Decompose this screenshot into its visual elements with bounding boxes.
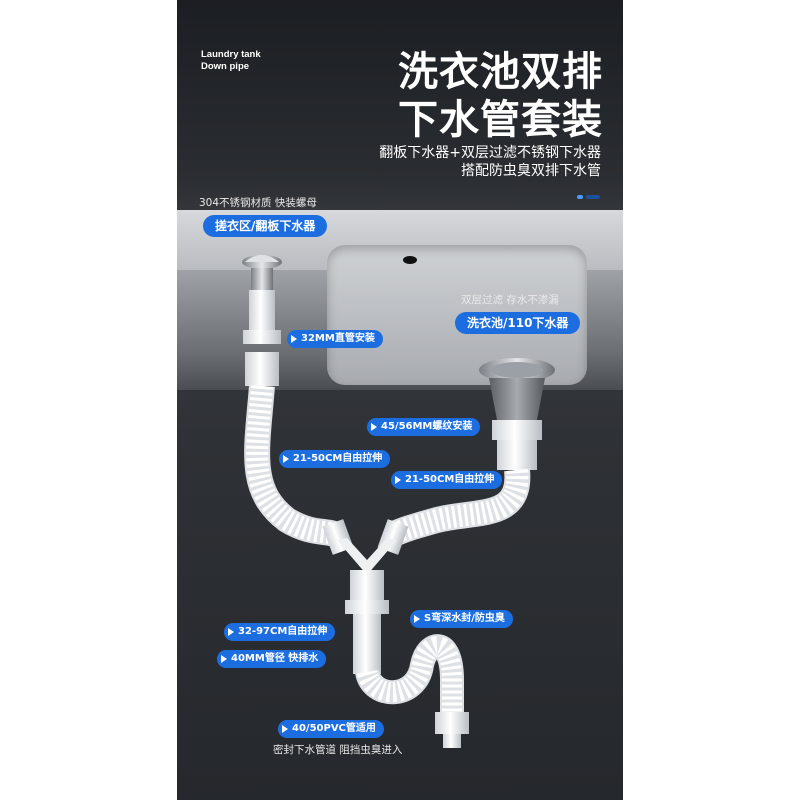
tag-stretch-left: 21-50CM自由拉伸 <box>279 450 391 468</box>
tag-right-drain-text: 洗衣池/110下水器 <box>467 316 569 330</box>
tag-s-bend: S弯深水封/防虫臭 <box>410 610 513 628</box>
strainer-drain <box>479 358 555 470</box>
right-drain-note: 双层过滤 存水不渗漏 <box>461 294 559 306</box>
english-title-line1: Laundry tank <box>201 49 261 60</box>
page-dots <box>577 195 601 199</box>
arrow-icon <box>221 655 227 663</box>
arrow-icon <box>371 423 377 431</box>
s-bend <box>353 614 469 748</box>
tag-straight-pipe: 32MM直管安装 <box>287 330 383 348</box>
tag-left-drain: 搓衣区/翻板下水器 <box>203 215 328 237</box>
tag-thread: 45/56MM螺纹安装 <box>367 418 481 436</box>
main-title-line1: 洗衣池双排 <box>398 49 603 95</box>
subtitle-line1: 翻板下水器+双层过滤不锈钢下水器 <box>379 145 601 161</box>
flip-drain <box>242 255 282 386</box>
english-title-line2: Down pipe <box>201 61 250 72</box>
tag-left-drain-text: 搓衣区/翻板下水器 <box>215 219 316 233</box>
y-connector <box>322 519 409 614</box>
tag-pvc: 40/50PVC管适用 <box>278 720 384 738</box>
arrow-icon <box>395 476 401 484</box>
tag-stretch-right: 21-50CM自由拉伸 <box>391 471 503 489</box>
arrow-icon <box>228 628 234 636</box>
tag-stretch-long: 32-97CM自由拉伸 <box>224 623 336 641</box>
arrow-icon <box>414 615 420 623</box>
drain-hole <box>403 256 417 264</box>
left-hose-ribs <box>246 385 342 546</box>
product-poster: Laundry tank Down pipe 洗衣池双排 下水管套装 翻板下水器… <box>177 0 623 800</box>
tag-diameter: 40MM管径 快排水 <box>217 650 327 668</box>
arrow-icon <box>291 335 297 343</box>
english-title: Laundry tank Down pipe <box>201 49 261 73</box>
bottom-note: 密封下水管道 阻挡虫臭进入 <box>273 744 403 756</box>
main-title-line2: 下水管套装 <box>398 97 603 143</box>
right-hose-ribs <box>387 468 529 545</box>
subtitle-line2: 搭配防虫臭双排下水管 <box>461 163 601 179</box>
left-drain-note: 304不锈钢材质 快装螺母 <box>199 197 317 209</box>
arrow-icon <box>283 455 289 463</box>
tag-right-drain: 洗衣池/110下水器 <box>455 312 581 334</box>
arrow-icon <box>282 725 288 733</box>
dot-inactive <box>586 195 600 199</box>
main-title: 洗衣池双排 下水管套装 <box>303 48 603 144</box>
dot-active <box>577 195 583 199</box>
drain-pipe-illustration <box>242 255 555 748</box>
